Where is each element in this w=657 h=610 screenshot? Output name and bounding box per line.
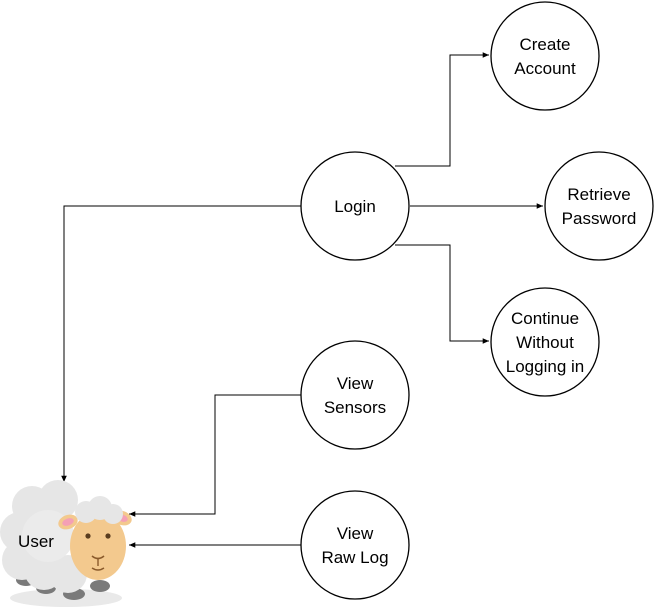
view-raw-log-node[interactable]: View Raw Log bbox=[300, 490, 410, 600]
continue-line-3: Logging in bbox=[506, 357, 584, 376]
edge-login-to-continue-without bbox=[395, 244, 489, 344]
view-raw-log-line-2: Raw Log bbox=[321, 548, 388, 567]
continue-line-1: Continue bbox=[511, 309, 579, 328]
view-sensors-line-1: View bbox=[337, 374, 374, 393]
view-sensors-node[interactable]: View Sensors bbox=[300, 340, 410, 450]
create-account-line-2: Account bbox=[514, 59, 576, 78]
view-sensors-line-2: Sensors bbox=[324, 398, 386, 417]
view-raw-log-line-1: View bbox=[337, 524, 374, 543]
continue-without-logging-in-node[interactable]: Continue Without Logging in bbox=[490, 287, 600, 397]
create-account-line-1: Create bbox=[519, 35, 570, 54]
login-node[interactable]: Login bbox=[300, 151, 410, 261]
edge-login-to-user bbox=[61, 205, 301, 482]
edge-view-sensors-to-user bbox=[129, 394, 301, 517]
retrieve-password-node[interactable]: Retrieve Password bbox=[544, 151, 654, 261]
retrieve-password-line-2: Password bbox=[562, 209, 637, 228]
retrieve-password-line-1: Retrieve bbox=[567, 185, 630, 204]
user-actor[interactable]: User bbox=[0, 480, 134, 607]
create-account-node[interactable]: Create Account bbox=[490, 1, 600, 111]
login-label: Login bbox=[334, 197, 376, 216]
edge-login-to-create-account bbox=[395, 52, 489, 167]
sheep-icon bbox=[0, 480, 132, 607]
user-label: User bbox=[18, 532, 54, 551]
continue-line-2: Without bbox=[516, 333, 574, 352]
